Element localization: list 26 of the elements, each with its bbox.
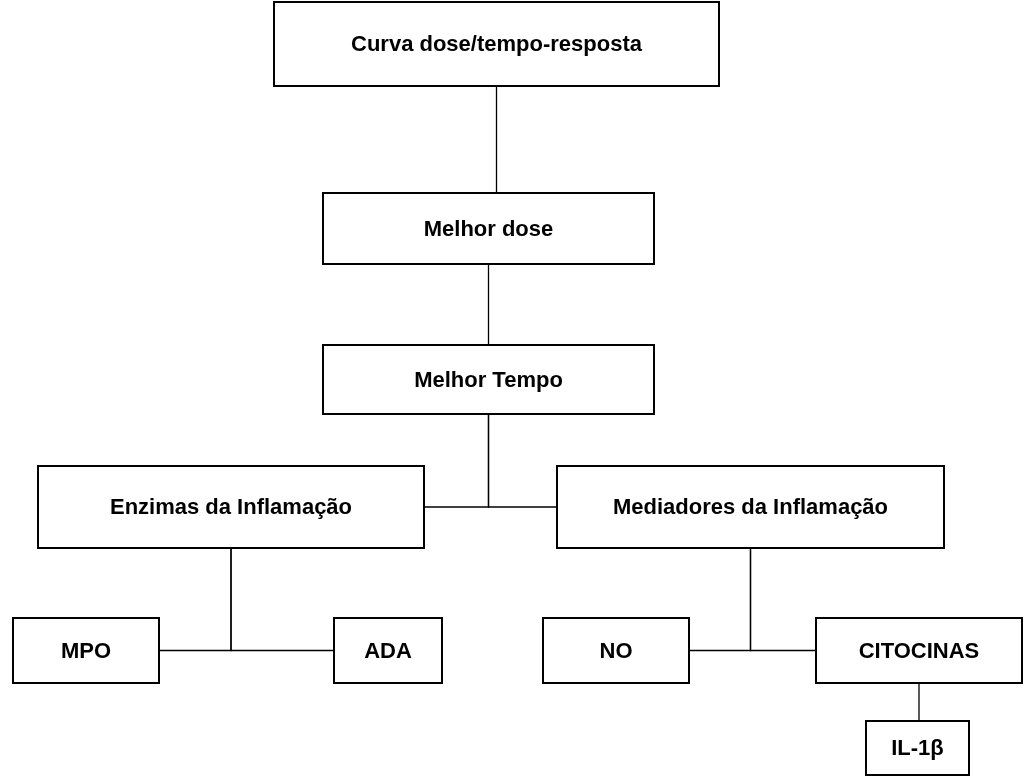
- connector-line: [487, 264, 490, 345]
- box-label: Melhor dose: [423, 214, 554, 243]
- connector-line: [487, 414, 557, 508]
- box-label: MPO: [60, 636, 112, 665]
- box-label: CITOCINAS: [858, 636, 980, 665]
- process-box: [37, 465, 425, 549]
- connector-line: [495, 86, 498, 193]
- box-label: NO: [599, 636, 633, 665]
- process-box: [12, 617, 160, 684]
- process-box: [322, 344, 655, 415]
- process-box: [273, 1, 720, 87]
- box-label: IL-1β: [891, 734, 944, 763]
- process-box: [322, 192, 655, 265]
- process-box: [542, 617, 690, 684]
- box-label: Enzimas da Inflamação: [109, 493, 353, 522]
- process-box: [865, 720, 970, 776]
- box-label: Mediadores da Inflamação: [612, 493, 889, 522]
- process-box: [333, 617, 443, 684]
- process-box: [556, 465, 945, 549]
- box-label: Curva dose/tempo-resposta: [351, 30, 642, 59]
- box-label: Melhor Tempo: [414, 365, 563, 394]
- connector-line: [230, 548, 334, 652]
- box-label: ADA: [364, 636, 412, 665]
- connector-line: [749, 548, 816, 652]
- connector-line: [918, 683, 920, 721]
- process-box: [815, 617, 1023, 684]
